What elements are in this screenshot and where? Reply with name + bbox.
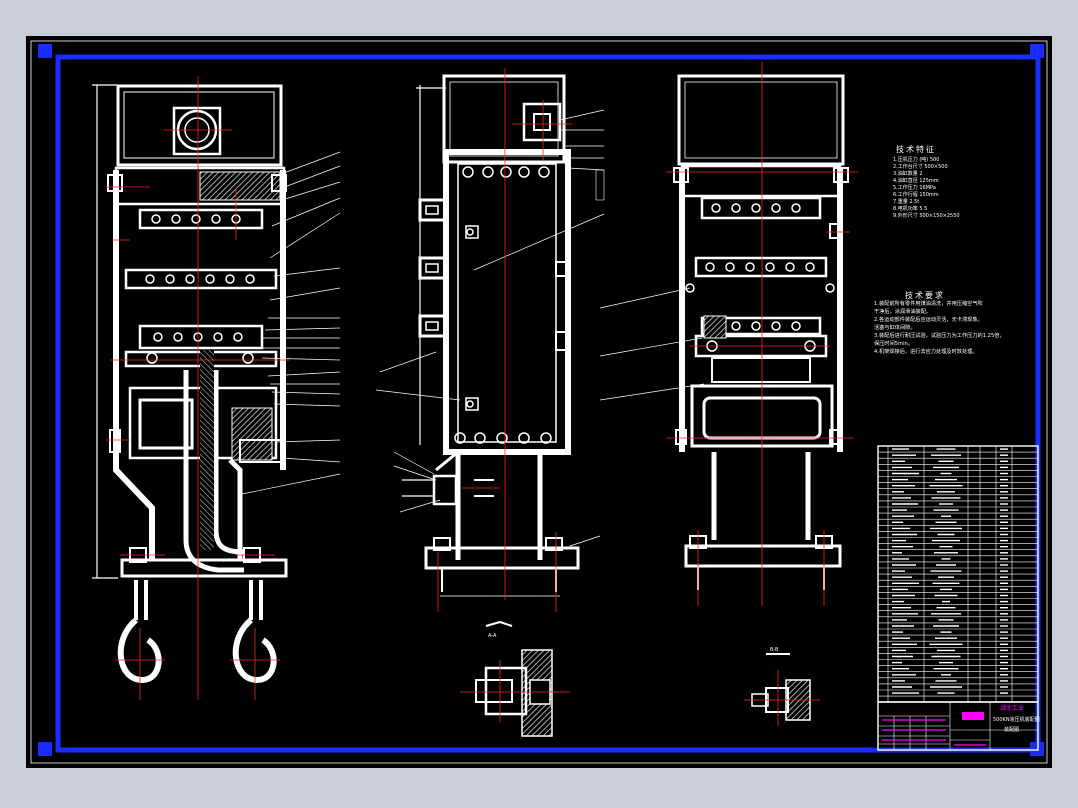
tech-feature-item: 4.油缸直径 125mm [893,178,939,184]
tech-feature-item: 6.工作行程 150mm [893,192,939,198]
tech-requirement-item: 活塞与缸体间隙。 [874,325,916,331]
tech-features-heading: 技术特征 [896,145,936,154]
tech-feature-item: 9.外形尺寸 500×150×2550 [893,213,960,219]
frame-corner-mark [38,44,52,58]
tech-requirement-item: 4.机架焊接后，进行去应力处理及时效处理。 [874,349,978,355]
frame-border [55,54,1041,753]
section-label-a: A-A [488,633,497,639]
frame-corner-mark [1030,742,1044,756]
title-block-stamp [962,712,984,720]
tech-feature-item: 7.重量 2.5t [893,199,920,205]
tech-requirements-heading: 技术要求 [905,291,945,300]
tech-requirement-item: 保压时间5min。 [874,341,914,347]
center-lines [666,62,858,606]
outer-border [30,40,1048,764]
tech-requirement-item: 干净后，涂润滑油装配。 [874,309,932,315]
frame-corner-mark [38,742,52,756]
frame-corner-mark [1030,44,1044,58]
tech-feature-item: 1.压机压力 (吨) 500 [893,157,940,163]
title-block [877,701,1039,751]
tech-requirement-item: 3.装配后进行耐压试验，试验压力为工作压力的1.25倍， [874,333,1005,339]
rear-section-view [599,74,849,590]
tech-feature-item: 2.工作台尺寸 500×500 [893,164,948,170]
center-lines [437,68,572,612]
tech-requirement-item: 1.装配前所有零件用煤油清洗，并用压缩空气吹 [874,301,983,307]
tech-requirement-item: 2.各运动部件装配后应运动灵活，无卡滞现象。 [874,317,983,323]
tech-feature-item: 3.油缸数量 2 [893,171,923,177]
title-block-school: 湖北工业 [1000,705,1025,712]
title-block-drawing-type: 装配图 [1004,727,1020,733]
title-block-drawing-title: 500KN液压机装配图 [993,717,1040,723]
parts-list-table [877,445,1039,703]
tech-feature-item: 5.工作压力 16MPa [893,185,936,191]
center-lines [106,76,290,700]
section-label-b: B-B [770,647,779,653]
tech-feature-item: 8.电机功率 5.5 [893,206,928,212]
